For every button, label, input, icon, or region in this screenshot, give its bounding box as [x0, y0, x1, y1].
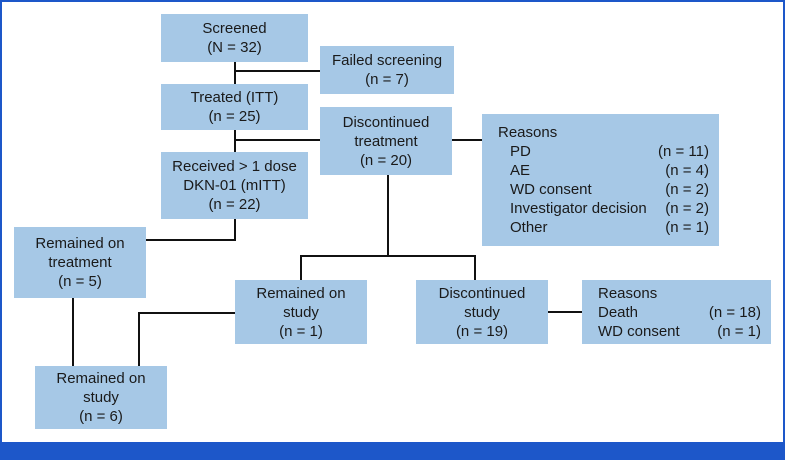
- reason-row: Death (n = 18): [598, 303, 761, 322]
- box-remained-on-study-1: Remained on study (n = 1): [235, 280, 367, 344]
- discontinued-study-label-2: study: [464, 303, 500, 321]
- discontinued-treatment-label-2: treatment: [354, 132, 418, 150]
- box-remained-on-treatment: Remained on treatment (n = 5): [14, 227, 146, 298]
- screened-count: (N = 32): [207, 39, 262, 56]
- reason-count: (n = 1): [665, 219, 709, 236]
- connector-treatment-final: [72, 298, 74, 366]
- reason-row: PD (n = 11): [498, 142, 709, 161]
- connector-split-left: [300, 255, 302, 280]
- reason-row: WD consent (n = 2): [498, 180, 709, 199]
- reasons-treatment-title: Reasons: [498, 124, 558, 141]
- remained-study-1-count: (n = 1): [279, 322, 323, 340]
- remained-treatment-label-2: treatment: [48, 254, 112, 271]
- connector-failed-screening: [234, 70, 320, 72]
- reason-count: (n = 2): [665, 200, 709, 217]
- bottom-bar: [0, 442, 785, 460]
- reason-label: PD: [510, 143, 531, 160]
- reason-row: Investigator decision (n = 2): [498, 199, 709, 218]
- connector-reasons-treatment: [452, 139, 482, 141]
- discontinued-treatment-label-1: Discontinued: [342, 113, 430, 131]
- remained-treatment-label-1: Remained on: [35, 235, 125, 252]
- treated-label: Treated (ITT): [190, 89, 279, 106]
- box-remained-on-study-6: Remained on study (n = 6): [35, 366, 167, 429]
- box-received-dose: Received > 1 dose DKN-01 (mITT) (n = 22): [161, 152, 308, 219]
- connector-discontinued-down: [387, 175, 389, 257]
- remained-study-6-label-2: study: [83, 389, 119, 406]
- connector-discontinued-treatment: [234, 139, 320, 141]
- remained-study-1-label-2: study: [283, 303, 319, 321]
- connector-screened-treated: [234, 62, 236, 84]
- failed-screening-count: (n = 7): [365, 71, 409, 88]
- box-treated: Treated (ITT) (n = 25): [161, 84, 308, 130]
- failed-screening-label: Failed screening: [331, 52, 443, 69]
- remained-study-6-label-1: Remained on: [56, 370, 146, 387]
- connector-split-right: [474, 255, 476, 280]
- received-label-1: Received > 1 dose: [172, 158, 297, 175]
- reason-row: WD consent (n = 1): [598, 322, 761, 341]
- reason-row: Other (n = 1): [498, 218, 709, 237]
- connector-remained-treatment: [146, 239, 236, 241]
- reason-label: Investigator decision: [510, 200, 647, 217]
- reason-label: Death: [598, 303, 639, 321]
- box-reasons-study: Reasons Death (n = 18) WD consent (n = 1): [582, 280, 771, 344]
- connector-treated-received: [234, 130, 236, 152]
- screened-label: Screened: [202, 20, 267, 37]
- received-label-2: DKN-01 (mITT): [183, 177, 286, 194]
- remained-treatment-count: (n = 5): [58, 273, 102, 290]
- reason-count: (n = 2): [665, 181, 709, 198]
- remained-study-6-count: (n = 6): [79, 408, 123, 425]
- connector-reasons-study: [548, 311, 582, 313]
- reason-label: Other: [510, 219, 548, 236]
- connector-split: [300, 255, 476, 257]
- reason-label: WD consent: [510, 181, 592, 198]
- remained-study-1-label-1: Remained on: [256, 284, 346, 302]
- reason-count: (n = 1): [717, 322, 761, 340]
- discontinued-study-count: (n = 19): [455, 322, 509, 340]
- reason-count: (n = 11): [658, 143, 709, 160]
- reasons-study-title: Reasons: [598, 284, 658, 302]
- reason-row: AE (n = 4): [498, 161, 709, 180]
- received-count: (n = 22): [208, 196, 261, 213]
- box-failed-screening: Failed screening (n = 7): [320, 46, 454, 94]
- reason-count: (n = 4): [665, 162, 709, 179]
- connector-received-down: [234, 219, 236, 241]
- reason-label: AE: [510, 162, 531, 179]
- discontinued-treatment-count: (n = 20): [359, 151, 413, 169]
- box-reasons-treatment: Reasons PD (n = 11) AE (n = 4) WD consent (…: [482, 114, 719, 246]
- connector-study1-final-h: [138, 312, 236, 314]
- connector-study1-final-v: [138, 312, 140, 366]
- box-screened: Screened (N = 32): [161, 14, 308, 62]
- box-discontinued-study: Discontinued study (n = 19): [416, 280, 548, 344]
- discontinued-study-label-1: Discontinued: [438, 284, 526, 302]
- reason-label: WD consent: [598, 322, 680, 340]
- treated-count: (n = 25): [208, 108, 261, 125]
- box-discontinued-treatment: Discontinued treatment (n = 20): [320, 107, 452, 175]
- reason-count: (n = 18): [708, 303, 761, 321]
